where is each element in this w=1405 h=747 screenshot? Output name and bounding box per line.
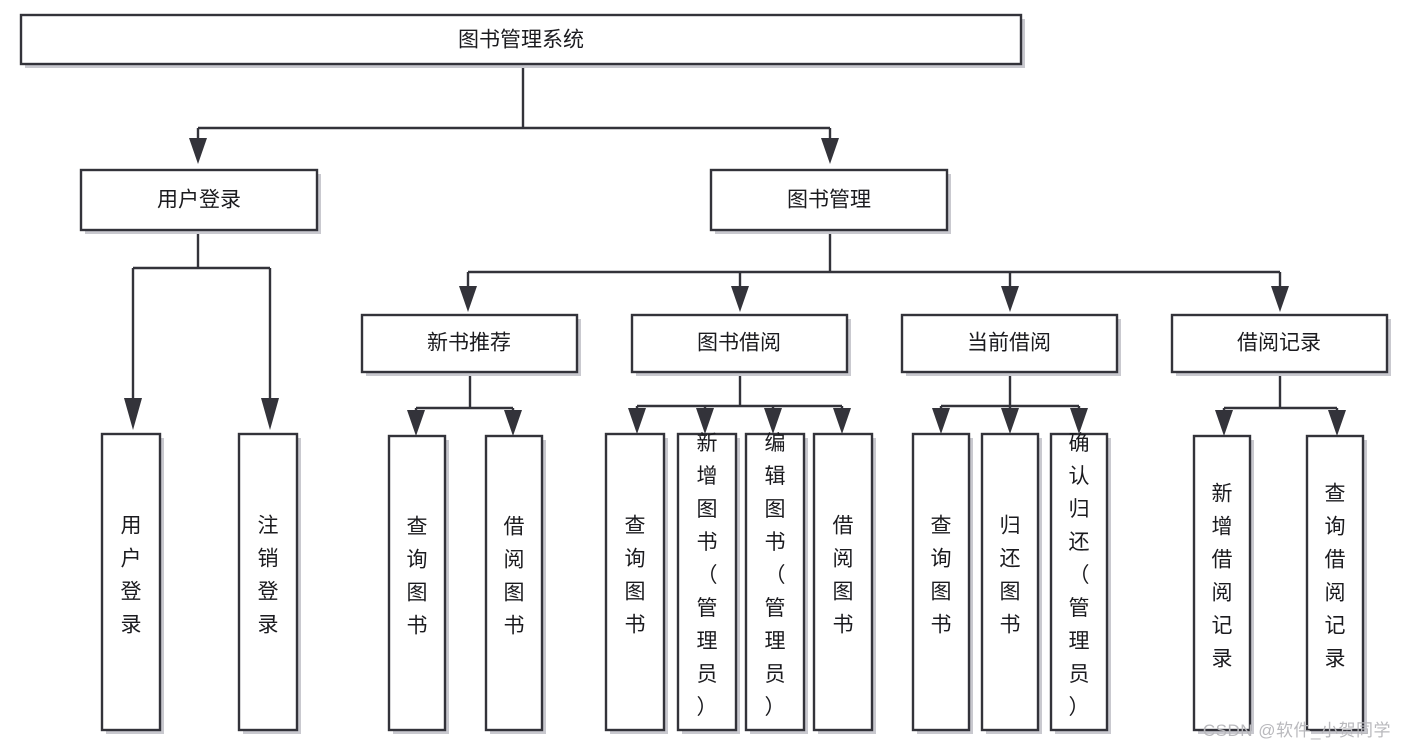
node-user-login-label: 用户登录 xyxy=(157,189,241,212)
node-l-user-login-rect[interactable] xyxy=(100,432,162,732)
node-book-borrow[interactable]: 图书借阅 xyxy=(630,313,851,376)
node-l-user-login-label: 用户登录 xyxy=(121,515,142,637)
node-new-book-rec[interactable]: 新书推荐 xyxy=(360,313,581,376)
node-l-confirm-return[interactable]: 确认归还（管理员） xyxy=(1049,432,1111,734)
node-l-add-record-rect[interactable] xyxy=(1192,434,1252,732)
node-l-return-book[interactable]: 归还图书 xyxy=(980,432,1042,734)
arrow-head-l-user-login xyxy=(124,398,142,430)
node-l-query-books-2[interactable]: 查询图书 xyxy=(604,432,668,734)
arrow-head-l-borrow-books-1 xyxy=(504,410,522,436)
node-l-borrow-books-1[interactable]: 借阅图书 xyxy=(484,434,546,734)
node-l-return-book-rect[interactable] xyxy=(980,432,1040,732)
node-l-add-book-label: 新增图书（管理员） xyxy=(697,432,718,719)
arrow-head-l-logout xyxy=(261,398,279,430)
node-l-query-books-1-rect[interactable] xyxy=(387,434,447,732)
node-borrow-record[interactable]: 借阅记录 xyxy=(1170,313,1391,376)
node-l-query-books-2-label: 查询图书 xyxy=(625,515,646,637)
node-borrow-record-label: 借阅记录 xyxy=(1237,332,1321,355)
arrow-head-l-return-book xyxy=(1001,408,1019,434)
arrow-head-l-borrow-books-2 xyxy=(833,408,851,434)
node-l-borrow-books-2-rect[interactable] xyxy=(812,432,874,732)
node-l-query-books-2-rect[interactable] xyxy=(604,432,666,732)
node-borrow-record-rect[interactable] xyxy=(1170,313,1389,374)
node-l-query-books-3[interactable]: 查询图书 xyxy=(911,432,973,734)
node-l-add-record-label: 新增借阅记录 xyxy=(1212,483,1233,671)
node-l-query-books-1[interactable]: 查询图书 xyxy=(387,434,449,734)
node-l-borrow-books-2[interactable]: 借阅图书 xyxy=(812,432,876,734)
node-root[interactable]: 图书管理系统 xyxy=(19,13,1025,68)
node-l-add-book[interactable]: 新增图书（管理员） xyxy=(676,432,740,734)
node-l-query-record-rect[interactable] xyxy=(1305,434,1365,732)
node-book-manage[interactable]: 图书管理 xyxy=(709,168,951,234)
node-l-query-books-3-label: 查询图书 xyxy=(931,515,952,637)
arrow-head-new-book-rec xyxy=(459,286,477,312)
node-user-login-rect[interactable] xyxy=(79,168,319,232)
node-current-borrow-label: 当前借阅 xyxy=(967,332,1051,355)
node-user-login[interactable]: 用户登录 xyxy=(79,168,321,234)
arrow-head-l-edit-book xyxy=(764,408,782,434)
csdn-watermark: CSDN @软件_小贺同学 xyxy=(1202,721,1391,740)
node-l-borrow-books-1-label: 借阅图书 xyxy=(504,516,525,638)
node-l-add-book-rect[interactable] xyxy=(676,432,738,732)
arrow-head-current-borrow xyxy=(1001,286,1019,312)
node-current-borrow[interactable]: 当前借阅 xyxy=(900,313,1121,376)
arrow-head-l-add-record xyxy=(1215,410,1233,436)
node-new-book-rec-label: 新书推荐 xyxy=(427,332,511,355)
arrow-head-borrow-record xyxy=(1271,286,1289,312)
node-l-user-login[interactable]: 用户登录 xyxy=(100,432,164,734)
node-l-query-record-label: 查询借阅记录 xyxy=(1325,483,1346,671)
arrow-head-l-query-books-2 xyxy=(628,408,646,434)
arrow-head-book-borrow xyxy=(731,286,749,312)
arrow-head-l-query-books-3 xyxy=(932,408,950,434)
node-l-logout-label: 注销登录 xyxy=(258,515,279,637)
node-book-borrow-label: 图书借阅 xyxy=(697,332,781,355)
node-l-return-book-label: 归还图书 xyxy=(1000,515,1021,637)
node-l-confirm-return-label: 确认归还（管理员） xyxy=(1069,432,1090,719)
node-l-query-books-1-label: 查询图书 xyxy=(407,516,428,638)
node-book-manage-rect[interactable] xyxy=(709,168,949,232)
arrow-head-l-query-record xyxy=(1328,410,1346,436)
node-current-borrow-rect[interactable] xyxy=(900,313,1119,374)
node-book-borrow-rect[interactable] xyxy=(630,313,849,374)
arrow-head-l-add-book xyxy=(696,408,714,434)
node-l-query-record[interactable]: 查询借阅记录 xyxy=(1305,434,1367,734)
node-l-borrow-books-1-rect[interactable] xyxy=(484,434,544,732)
node-l-confirm-return-rect[interactable] xyxy=(1049,432,1109,732)
node-root-label: 图书管理系统 xyxy=(458,29,584,52)
node-l-query-books-3-rect[interactable] xyxy=(911,432,971,732)
node-l-edit-book-rect[interactable] xyxy=(744,432,806,732)
node-book-manage-label: 图书管理 xyxy=(787,189,871,212)
node-l-edit-book[interactable]: 编辑图书（管理员） xyxy=(744,432,808,734)
arrow-head-l-confirm-return xyxy=(1070,408,1088,434)
node-new-book-rec-rect[interactable] xyxy=(360,313,579,374)
node-l-edit-book-label: 编辑图书（管理员） xyxy=(765,432,786,719)
node-l-logout[interactable]: 注销登录 xyxy=(237,432,301,734)
node-l-logout-rect[interactable] xyxy=(237,432,299,732)
node-root-rect[interactable] xyxy=(19,13,1023,66)
edge-group xyxy=(124,68,1346,436)
node-l-add-record[interactable]: 新增借阅记录 xyxy=(1192,434,1254,734)
arrow-head-l-query-books-1 xyxy=(407,410,425,436)
node-l-borrow-books-2-label: 借阅图书 xyxy=(833,515,854,637)
arrow-head-user-login xyxy=(189,138,207,164)
arrow-head-book-manage xyxy=(821,138,839,164)
